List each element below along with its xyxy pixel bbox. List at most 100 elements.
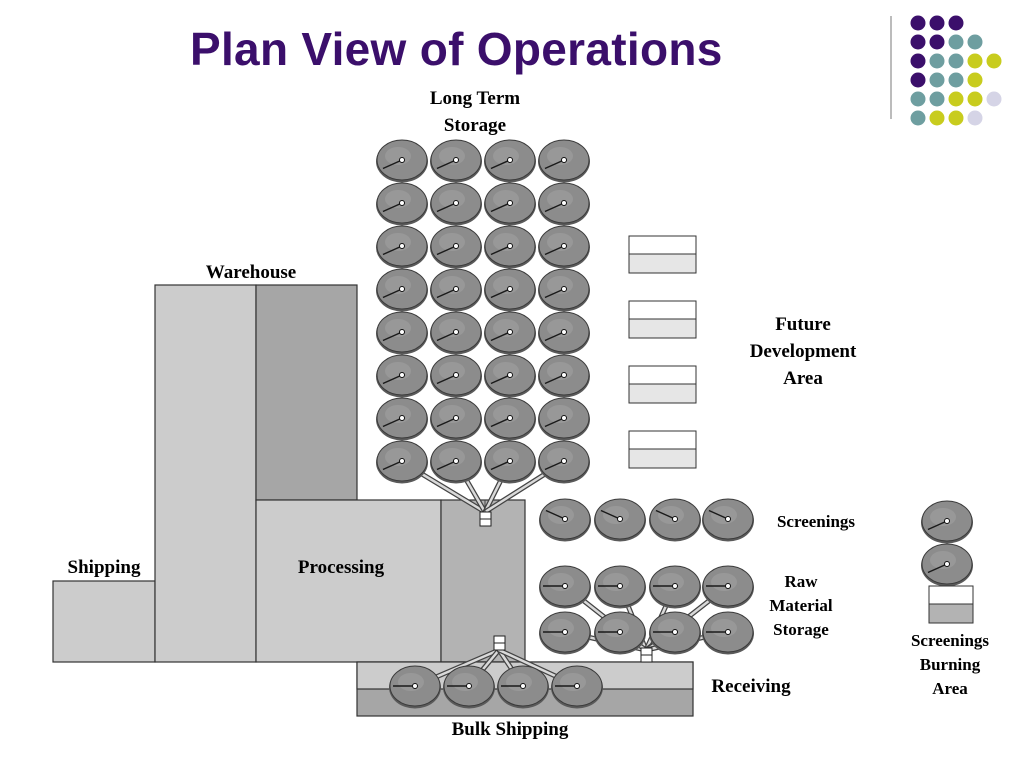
storage-pile — [921, 500, 973, 544]
processing-building — [255, 499, 442, 663]
pile-highlight — [658, 506, 684, 524]
decor-dot — [967, 110, 983, 126]
decor-dot — [929, 34, 945, 50]
pile-stacker-arm — [436, 288, 457, 299]
pile-pivot — [944, 561, 950, 567]
decorative-dot-grid — [910, 15, 1002, 126]
pile-stacker-arm — [382, 417, 403, 428]
pile-pivot — [562, 516, 568, 522]
decor-dot — [948, 15, 964, 31]
storage-pile — [538, 268, 590, 312]
pile-stacker-arm — [544, 331, 565, 342]
pile-pivot — [507, 286, 513, 292]
storage-pile — [484, 268, 536, 312]
pile-pivot — [725, 629, 731, 635]
pile-pivot — [507, 372, 513, 378]
pile-pivot — [561, 200, 567, 206]
pile-stacker-arm — [490, 202, 511, 213]
pile-stacker-arm — [382, 460, 403, 471]
label-processing: Processing — [298, 557, 385, 578]
storage-pile — [702, 611, 754, 655]
pile-pivot — [507, 415, 513, 421]
label-raw-line3: Storage — [773, 620, 829, 639]
pile-pivot — [399, 415, 405, 421]
future-development-bays — [628, 235, 697, 469]
pile-pivot — [725, 516, 731, 522]
pile-stacker-arm — [382, 374, 403, 385]
pile-pivot — [507, 243, 513, 249]
storage-pile — [484, 440, 536, 484]
label-receiving: Receiving — [711, 676, 791, 697]
future-bay-fill — [628, 318, 697, 339]
storage-pile — [376, 182, 428, 226]
pile-stacker-arm — [490, 159, 511, 170]
label-bulk-shipping: Bulk Shipping — [452, 719, 569, 740]
storage-pile — [594, 498, 646, 542]
storage-pile — [538, 311, 590, 355]
pile-stacker-arm — [708, 509, 729, 520]
pile-pivot — [561, 458, 567, 464]
storage-pile — [430, 268, 482, 312]
storage-pile — [538, 440, 590, 484]
pile-pivot — [725, 583, 731, 589]
burning-area-bay-fill — [928, 603, 974, 624]
storage-pile — [443, 665, 495, 709]
pile-pivot — [399, 372, 405, 378]
label-raw-line2: Material — [769, 596, 833, 615]
decor-dot — [929, 53, 945, 69]
decor-dot — [986, 53, 1002, 69]
pile-highlight — [658, 573, 684, 591]
pile-highlight — [452, 673, 478, 691]
pile-highlight — [548, 506, 574, 524]
storage-pile — [430, 139, 482, 183]
pile-pivot — [507, 157, 513, 163]
pile-pivot — [507, 200, 513, 206]
decor-dot — [948, 110, 964, 126]
decor-dot — [929, 110, 945, 126]
pile-pivot — [561, 372, 567, 378]
label-shipping: Shipping — [68, 557, 141, 578]
storage-pile — [921, 543, 973, 587]
pile-pivot — [453, 200, 459, 206]
storage-pile — [389, 665, 441, 709]
decor-dot — [910, 72, 926, 88]
storage-pile — [649, 565, 701, 609]
storage-pile — [539, 611, 591, 655]
storage-pile — [376, 268, 428, 312]
storage-pile — [376, 354, 428, 398]
storage-pile — [484, 354, 536, 398]
pile-pivot — [574, 683, 580, 689]
pile-stacker-arm — [436, 460, 457, 471]
storage-pile — [484, 182, 536, 226]
pile-pivot — [453, 243, 459, 249]
label-warehouse: Warehouse — [206, 262, 296, 283]
pile-highlight — [658, 619, 684, 637]
storage-pile — [538, 139, 590, 183]
pile-stacker-arm — [545, 509, 566, 520]
decor-dot — [910, 34, 926, 50]
decor-dot — [948, 91, 964, 107]
slide-title: Plan View of Operations — [190, 23, 723, 75]
pile-stacker-arm — [544, 245, 565, 256]
pile-pivot — [562, 629, 568, 635]
storage-pile — [484, 139, 536, 183]
storage-pile — [430, 440, 482, 484]
pile-stacker-arm — [490, 460, 511, 471]
storage-pile — [538, 182, 590, 226]
label-future-line2: Development — [750, 341, 857, 362]
decor-dot — [910, 15, 926, 31]
pile-stacker-arm — [490, 288, 511, 299]
decor-dot — [967, 53, 983, 69]
pile-stacker-arm — [382, 202, 403, 213]
label-future-line3: Area — [783, 368, 823, 389]
pile-stacker-arm — [600, 509, 621, 520]
pile-stacker-arm — [490, 331, 511, 342]
decor-dot — [929, 15, 945, 31]
pile-pivot — [617, 516, 623, 522]
label-burning-line2: Burning — [920, 655, 981, 674]
label-raw-line1: Raw — [784, 572, 818, 591]
pile-stacker-arm — [490, 245, 511, 256]
storage-pile — [497, 665, 549, 709]
storage-pile — [430, 225, 482, 269]
pile-pivot — [507, 329, 513, 335]
